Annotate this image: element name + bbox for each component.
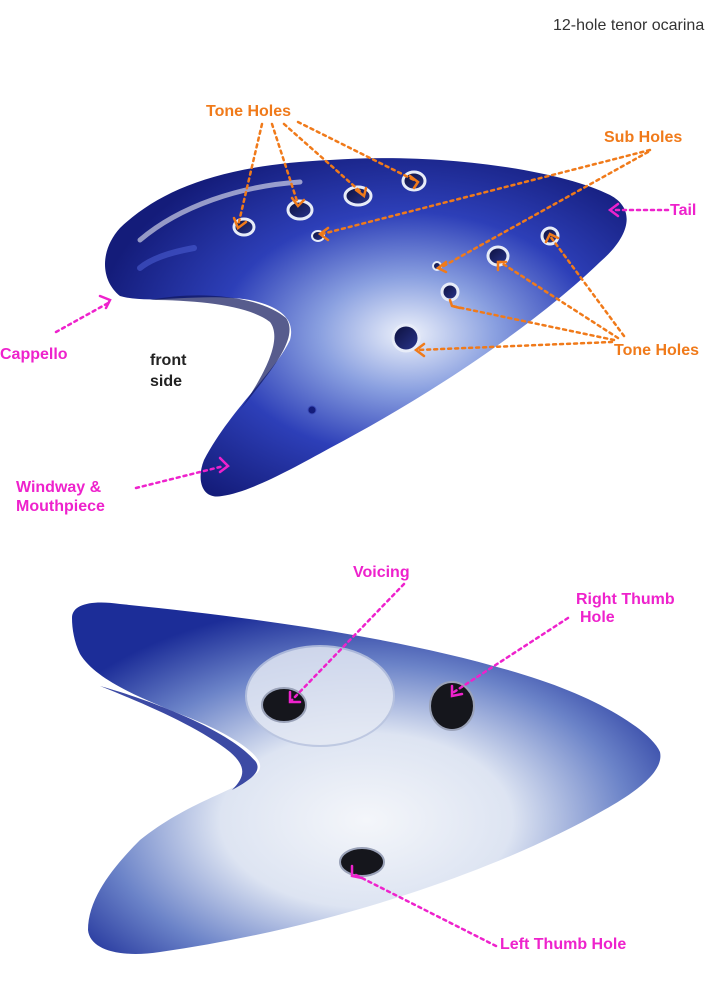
arrowhead xyxy=(435,260,448,274)
label-tail: Tail xyxy=(670,202,697,219)
leader-voicing xyxy=(290,582,406,702)
label-windway-line1: Windway & xyxy=(16,479,102,496)
front-hole xyxy=(286,199,314,221)
orange-arrowheads xyxy=(232,174,560,358)
front-ocarina-body xyxy=(105,158,627,497)
front-side-line2: side xyxy=(150,373,183,390)
voicing-hole xyxy=(261,687,307,723)
arrowhead xyxy=(448,298,462,310)
arrowhead xyxy=(607,202,620,218)
magenta-leaders xyxy=(54,208,670,948)
back-notch-edge xyxy=(100,686,258,790)
leader-cappello xyxy=(54,300,112,334)
arrowhead xyxy=(450,684,464,698)
leader-tone-hole-2 xyxy=(270,122,299,203)
arrowhead xyxy=(288,690,302,704)
leader-tone-hole-6 xyxy=(498,260,620,340)
leader-sub-hole-1 xyxy=(320,148,652,236)
arrowhead xyxy=(98,294,112,310)
leader-tone-hole-4 xyxy=(296,120,418,183)
arrowhead xyxy=(290,196,306,208)
front-hole xyxy=(440,282,460,302)
front-highlight xyxy=(137,179,303,243)
label-right-thumb-line2: Hole xyxy=(580,609,615,626)
front-logo-emboss xyxy=(137,245,197,271)
front-hole xyxy=(401,170,427,192)
leader-windway xyxy=(134,464,226,490)
front-tone-holes xyxy=(232,170,560,415)
arrowhead xyxy=(496,260,508,272)
label-cappello: Cappello xyxy=(0,346,68,363)
label-right-thumb-line1: Right Thumb xyxy=(576,591,675,608)
label-voicing: Voicing xyxy=(353,564,410,581)
front-hole xyxy=(391,323,421,353)
leader-left-thumb xyxy=(352,872,498,948)
arrowhead xyxy=(544,232,560,244)
label-tone-holes-right: Tone Holes xyxy=(614,342,700,359)
arrowhead xyxy=(354,186,368,199)
orange-leaders xyxy=(236,120,652,352)
leader-tone-hole-5 xyxy=(548,234,626,338)
leader-right-thumb xyxy=(452,616,570,694)
arrowhead xyxy=(350,864,364,880)
arrowhead xyxy=(232,216,248,230)
left-thumb-hole xyxy=(339,847,385,877)
front-side-line1: front xyxy=(150,352,187,369)
front-ocarina xyxy=(105,158,627,497)
arrowhead xyxy=(218,456,230,474)
leader-tone-hole-8 xyxy=(416,340,614,352)
arrowhead xyxy=(408,174,420,190)
front-side-label: front side xyxy=(150,350,186,392)
leader-sub-hole-2 xyxy=(438,150,650,270)
leader-tone-hole-1 xyxy=(236,122,264,228)
diagram-title: 12-hole tenor ocarina xyxy=(553,17,705,34)
label-tone-holes-top: Tone Holes xyxy=(206,103,292,120)
magenta-arrowheads xyxy=(98,202,620,880)
label-left-thumb: Left Thumb Hole xyxy=(500,936,627,953)
leader-tone-hole-3 xyxy=(282,122,364,195)
label-windway-line2: Mouthpiece xyxy=(16,498,105,515)
arrowhead xyxy=(317,226,330,242)
leader-tone-hole-7 xyxy=(450,304,616,342)
back-ocarina-body xyxy=(72,602,661,954)
arrowhead xyxy=(413,342,426,358)
back-ocarina xyxy=(72,602,661,954)
front-small-hole xyxy=(307,405,317,415)
label-sub-holes: Sub Holes xyxy=(604,129,683,146)
